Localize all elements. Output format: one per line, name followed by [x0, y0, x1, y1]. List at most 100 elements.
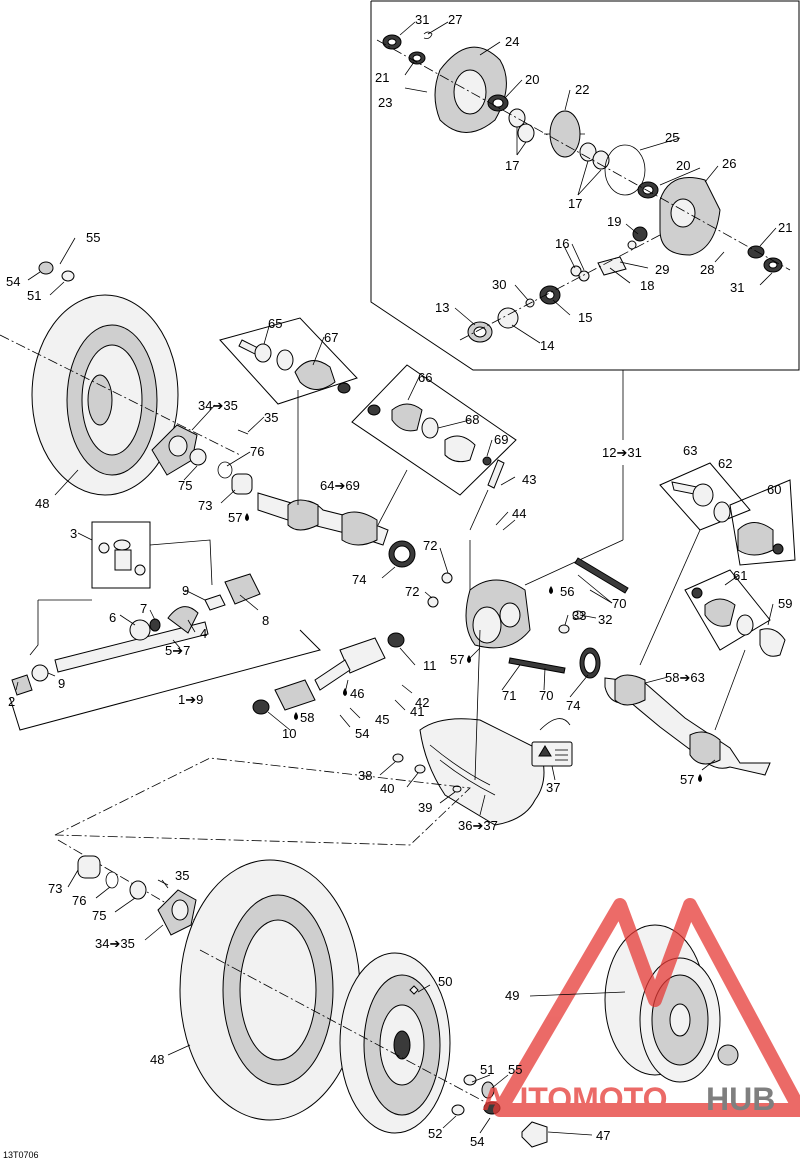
callout-43: 43 — [522, 472, 536, 487]
callout-1-9: 1➔9 — [178, 692, 203, 707]
u-joint-leader-2 — [29, 600, 39, 656]
callout-56: 56 — [560, 584, 574, 599]
callout-48: 48 — [150, 1052, 164, 1067]
callout-23: 23 — [378, 95, 392, 110]
callout-69: 69 — [494, 432, 508, 447]
right-drive-shaft — [604, 481, 786, 776]
watermark-logo: AUTOMOTO HUB — [482, 898, 800, 1117]
callout-48: 48 — [35, 496, 49, 511]
callout-35: 35 — [175, 868, 189, 883]
callout-49: 49 — [505, 988, 519, 1003]
callout-21: 21 — [778, 220, 792, 235]
callout-35: 35 — [264, 410, 278, 425]
inset-leader-to-housing-2 — [524, 539, 624, 586]
shaft-kit-box-65-67 — [219, 317, 358, 405]
callout-55: 55 — [508, 1062, 522, 1077]
oil-drop-icon — [467, 655, 471, 663]
callout-25: 25 — [665, 130, 679, 145]
callout-74: 74 — [566, 698, 580, 713]
callout-28: 28 — [700, 262, 714, 277]
callout-64-69: 64➔69 — [320, 478, 360, 493]
u-joint-leader — [149, 539, 213, 586]
callout-75: 75 — [92, 908, 106, 923]
callout-67: 67 — [324, 330, 338, 345]
upper-left-wheel — [0, 261, 241, 496]
callout-55: 55 — [86, 230, 100, 245]
callout-60: 60 — [767, 482, 781, 497]
upper-hub-group — [151, 424, 253, 495]
oil-drop-icon — [343, 688, 347, 696]
callout-3: 3 — [70, 526, 77, 541]
callout-21: 21 — [375, 70, 389, 85]
callout-42: 42 — [415, 695, 429, 710]
callout-34-35: 34➔35 — [95, 936, 135, 951]
shaft-kit-box-63-62 — [659, 462, 751, 531]
callout-24: 24 — [505, 34, 519, 49]
callout-51: 51 — [480, 1062, 494, 1077]
callout-72: 72 — [423, 538, 437, 553]
callout-9: 9 — [58, 676, 65, 691]
skid-plate — [392, 629, 573, 826]
callout-76: 76 — [72, 893, 86, 908]
callout-5-7: 5➔7 — [165, 643, 190, 658]
callout-50: 50 — [438, 974, 452, 989]
propeller-shaft-box — [9, 629, 321, 731]
callout-17: 17 — [505, 158, 519, 173]
callout-71: 71 — [502, 688, 516, 703]
callout-12-31: 12➔31 — [602, 445, 642, 460]
callout-27: 27 — [448, 12, 462, 27]
callout-34-35: 34➔35 — [198, 398, 238, 413]
callout-59: 59 — [778, 596, 792, 611]
watermark-text-hub: HUB — [706, 1081, 775, 1117]
callout-72: 72 — [405, 584, 419, 599]
oil-drop-icon — [245, 513, 249, 521]
callout-45: 45 — [375, 712, 389, 727]
callout-29: 29 — [655, 262, 669, 277]
shaft-kit-box-60 — [729, 479, 796, 566]
oil-drop-icon — [549, 586, 553, 594]
callout-44: 44 — [512, 506, 526, 521]
callout-58-63: 58➔63 — [665, 670, 705, 685]
callout-14: 14 — [540, 338, 554, 353]
callout-18: 18 — [640, 278, 654, 293]
watermark-text-auto: AUTOMOTO — [482, 1081, 667, 1117]
callout-75: 75 — [178, 478, 192, 493]
callout-65: 65 — [268, 316, 282, 331]
callout-11: 11 — [423, 658, 437, 673]
callout-6: 6 — [109, 610, 116, 625]
callout-57: 57 — [450, 652, 464, 667]
callout-7: 7 — [140, 601, 147, 616]
callout-26: 26 — [722, 156, 736, 171]
shaft-kit-box-66-69 — [351, 364, 517, 496]
callout-31: 31 — [730, 280, 744, 295]
callout-74: 74 — [352, 572, 366, 587]
callout-52: 52 — [428, 1126, 442, 1141]
callout-70: 70 — [539, 688, 553, 703]
callout-54: 54 — [355, 726, 369, 741]
diagram-code: 13T0706 — [3, 1150, 39, 1160]
callout-9: 9 — [182, 583, 189, 598]
callout-73: 73 — [48, 881, 62, 896]
callout-8: 8 — [262, 613, 269, 628]
callout-73: 73 — [198, 498, 212, 513]
callout-68: 68 — [465, 412, 479, 427]
callout-62: 62 — [718, 456, 732, 471]
callout-46: 46 — [350, 686, 364, 701]
callout-22: 22 — [575, 82, 589, 97]
callout-2: 2 — [8, 694, 15, 709]
callout-61: 61 — [733, 568, 747, 583]
differential-housing — [252, 459, 629, 715]
callout-38: 38 — [358, 768, 372, 783]
callout-16: 16 — [555, 236, 569, 251]
callout-37: 37 — [546, 780, 560, 795]
callout-15: 15 — [578, 310, 592, 325]
callout-19: 19 — [607, 214, 621, 229]
callout-10: 10 — [282, 726, 296, 741]
callout-76: 76 — [250, 444, 264, 459]
callout-13: 13 — [435, 300, 449, 315]
shaft-kit-box-61 — [684, 569, 771, 651]
callout-63: 63 — [683, 443, 697, 458]
leader-lines — [15, 21, 777, 1136]
callout-32: 32 — [598, 612, 612, 627]
